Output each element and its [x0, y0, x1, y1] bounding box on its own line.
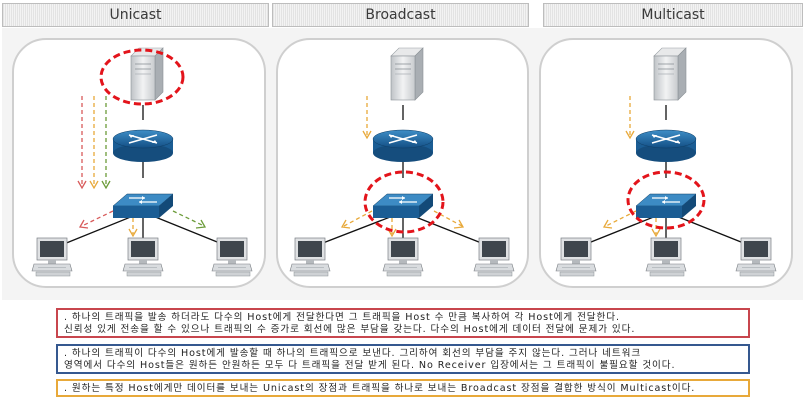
host-pc-icon	[473, 237, 515, 277]
unicast-topology	[31, 47, 253, 277]
highlight-ellipse	[626, 170, 706, 230]
switch-icon	[372, 193, 434, 219]
traffic-arrow	[81, 210, 114, 227]
host-pc-icon	[555, 237, 597, 277]
host-pc-icon	[211, 237, 253, 277]
traffic-arrow	[605, 210, 637, 227]
host-pc-icon	[31, 237, 73, 277]
broadcast-note-line1: . 하나의 트래픽이 다수의 Host에게 발송할 때 하나의 트래픽으로 보낸…	[64, 348, 642, 359]
broadcast-note: . 하나의 트래픽이 다수의 Host에게 발송할 때 하나의 트래픽으로 보낸…	[56, 344, 750, 374]
multicast-topology	[555, 47, 777, 277]
switch-icon	[112, 193, 174, 219]
host-pc-icon	[645, 237, 687, 277]
multicast-note-line1: . 원하는 특정 Host에게만 데이터를 보내는 Unicast의 장점과 트…	[64, 383, 696, 394]
traffic-arrow	[172, 210, 205, 227]
unicast-note-line2: 신뢰성 있게 전송을 할 수 있으나 트래픽의 수 증가로 회선에 많은 부담을…	[64, 324, 636, 335]
broadcast-note-line2: 영역에서 다수의 Host들은 원하든 안원하든 모두 다 트래픽을 전달 받게…	[64, 360, 676, 371]
host-pc-icon	[735, 237, 777, 277]
traffic-arrow	[433, 210, 463, 227]
router-icon	[372, 129, 434, 163]
router-icon	[635, 129, 697, 163]
highlight-ellipse	[363, 170, 445, 234]
header-unicast: Unicast	[2, 3, 269, 27]
unicast-note: . 하나의 트래픽을 발송 하더라도 다수의 Host에게 전달한다면 그 트래…	[56, 308, 750, 338]
router-icon	[112, 129, 174, 163]
host-pc-icon	[382, 237, 424, 277]
highlight-ellipse	[99, 48, 185, 106]
host-pc-icon	[122, 237, 164, 277]
network-diagram	[31, 47, 777, 277]
server-icon	[653, 47, 687, 101]
server-icon	[390, 47, 424, 101]
header-broadcast: Broadcast	[272, 3, 529, 27]
header-multicast: Multicast	[543, 3, 803, 27]
broadcast-topology	[289, 47, 515, 277]
unicast-note-line1: . 하나의 트래픽을 발송 하더라도 다수의 Host에게 전달한다면 그 트래…	[64, 312, 620, 323]
traffic-arrow	[343, 210, 373, 227]
multicast-note: . 원하는 특정 Host에게만 데이터를 보내는 Unicast의 장점과 트…	[56, 379, 750, 397]
switch-icon	[635, 193, 697, 219]
server-icon	[130, 47, 164, 101]
host-pc-icon	[289, 237, 331, 277]
